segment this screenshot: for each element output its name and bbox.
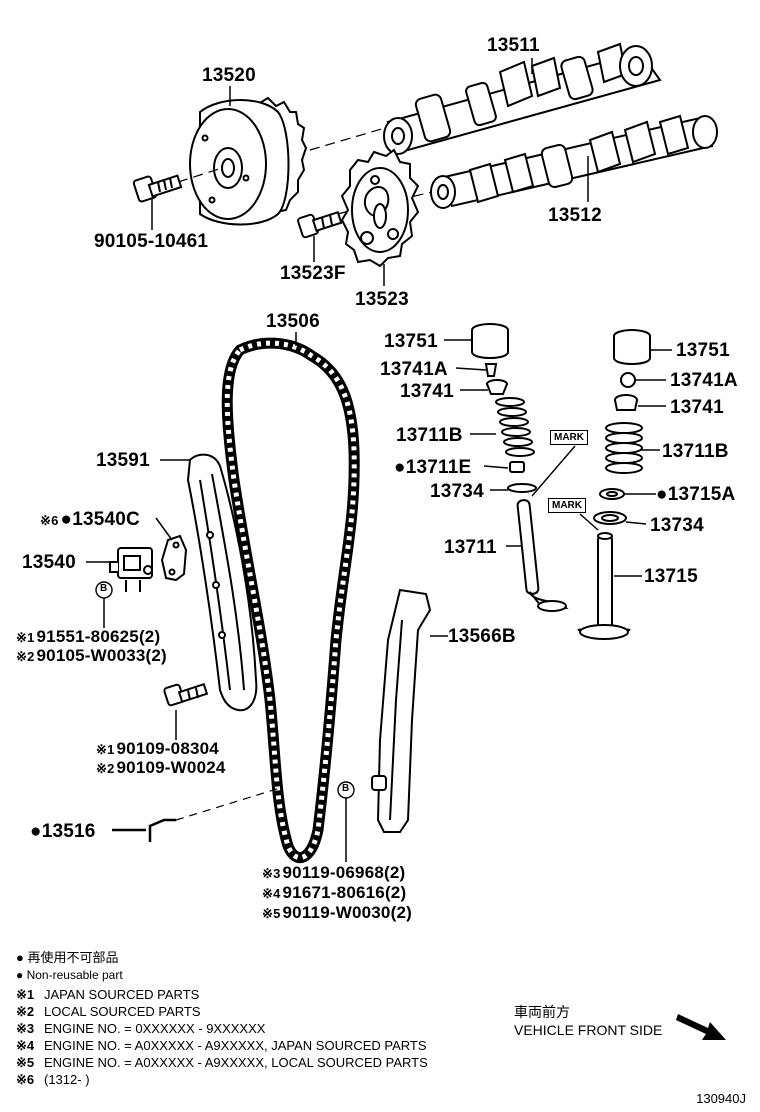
label-90105-10461[interactable]: 90105-10461 (94, 231, 209, 252)
label-13715[interactable]: 13715 (644, 566, 698, 587)
label-13711[interactable]: 13711 (444, 537, 497, 558)
label-13591[interactable]: 13591 (96, 450, 150, 471)
valve-lifter-13751-b[interactable] (613, 329, 651, 365)
direction-label-en: VEHICLE FRONT SIDE (514, 1022, 663, 1038)
b-marker-letter-1: B (100, 583, 108, 594)
mark-tag-intake: MARK (550, 430, 588, 445)
chain-guide-13566B[interactable] (371, 588, 432, 833)
spring-retainer-13741-b[interactable] (614, 394, 638, 411)
camshaft-13511[interactable] (383, 42, 662, 155)
legend-non-reusable-en: ● Non-reusable part (16, 968, 123, 982)
non-reusable-dot: ● (656, 484, 668, 505)
label-13741A-exhaust[interactable]: 13741A (670, 370, 738, 391)
spring-seat-13734-b[interactable] (593, 511, 627, 525)
gasket-13540C[interactable] (160, 534, 188, 582)
label-13512[interactable]: 13512 (548, 205, 602, 226)
label-13741A-intake[interactable]: 13741A (380, 359, 448, 380)
label-13715A[interactable]: ●13715A (656, 484, 736, 505)
spring-seat-13734-a[interactable] (507, 483, 537, 493)
valve-keeper-13741A-b[interactable] (620, 372, 636, 388)
label-13506[interactable]: 13506 (266, 311, 320, 332)
label-13734-exhaust[interactable]: 13734 (650, 515, 704, 536)
bolt-90109-08304[interactable] (163, 682, 209, 707)
label-13711B[interactable]: 13711B (396, 425, 463, 446)
camshaft-13512[interactable] (430, 114, 718, 209)
label-13523F[interactable]: 13523F (280, 263, 346, 284)
b-marker-letter-2: B (342, 783, 350, 794)
label-13540[interactable]: 13540 (22, 552, 76, 573)
label-13516[interactable]: ●13516 (30, 821, 96, 842)
legend-dot: ● (16, 968, 27, 982)
label-13741-exhaust[interactable]: 13741 (670, 397, 724, 418)
spring-retainer-13741-a[interactable] (486, 379, 508, 395)
label-13540C[interactable]: ※6●13540C (40, 509, 140, 530)
sprocket-13523[interactable] (340, 148, 420, 268)
label-13566B[interactable]: 13566B (448, 626, 516, 647)
label-13751-intake[interactable]: 13751 (384, 331, 438, 352)
legend-dot: ● (16, 950, 28, 965)
label-13511[interactable]: 13511 (487, 35, 540, 56)
valve-keeper-13741A-a[interactable] (484, 363, 498, 377)
label-13751-exhaust[interactable]: 13751 (676, 340, 730, 361)
label-13520[interactable]: 13520 (202, 65, 256, 86)
label-13711E[interactable]: ●13711E (394, 457, 472, 478)
label-13741-intake[interactable]: 13741 (400, 381, 454, 402)
non-reusable-dot: ● (30, 821, 42, 842)
intake-valve-13711[interactable] (516, 499, 569, 612)
valve-lifter-13751-a[interactable] (471, 323, 509, 359)
mark-tag-exhaust: MARK (548, 498, 586, 513)
valve-seal-13711E[interactable] (509, 461, 525, 473)
label-13523[interactable]: 13523 (355, 289, 409, 310)
exhaust-valve-13715[interactable] (577, 532, 631, 640)
oil-jet-13516[interactable] (112, 818, 176, 842)
chain-tensioner-slipper-13591[interactable] (186, 453, 258, 712)
valve-spring-13711B-b[interactable] (605, 422, 643, 474)
valve-spring-13711B[interactable] (495, 397, 535, 457)
label-13711B-exhaust[interactable]: 13711B (662, 441, 729, 462)
direction-label-jp: 車両前方 (514, 1004, 570, 1020)
figure-id: 130940J (696, 1091, 746, 1106)
bolt-13523F[interactable] (297, 210, 343, 239)
bolt-90105-10461[interactable] (132, 174, 183, 203)
legend-note-6: ※6(1312- ) (16, 1072, 90, 1087)
non-reusable-dot: ● (394, 457, 406, 478)
legend-non-reusable-jp: ● 再使用不可部品 (16, 950, 119, 965)
non-reusable-dot: ● (60, 509, 73, 530)
vvt-gear-13520[interactable] (189, 96, 308, 226)
label-13734-intake[interactable]: 13734 (430, 481, 484, 502)
valve-seal-13715A[interactable] (599, 488, 625, 500)
leader-lines (86, 58, 672, 637)
chain-tensioner-13540[interactable] (109, 547, 153, 592)
front-direction-arrow-icon (676, 1014, 726, 1040)
